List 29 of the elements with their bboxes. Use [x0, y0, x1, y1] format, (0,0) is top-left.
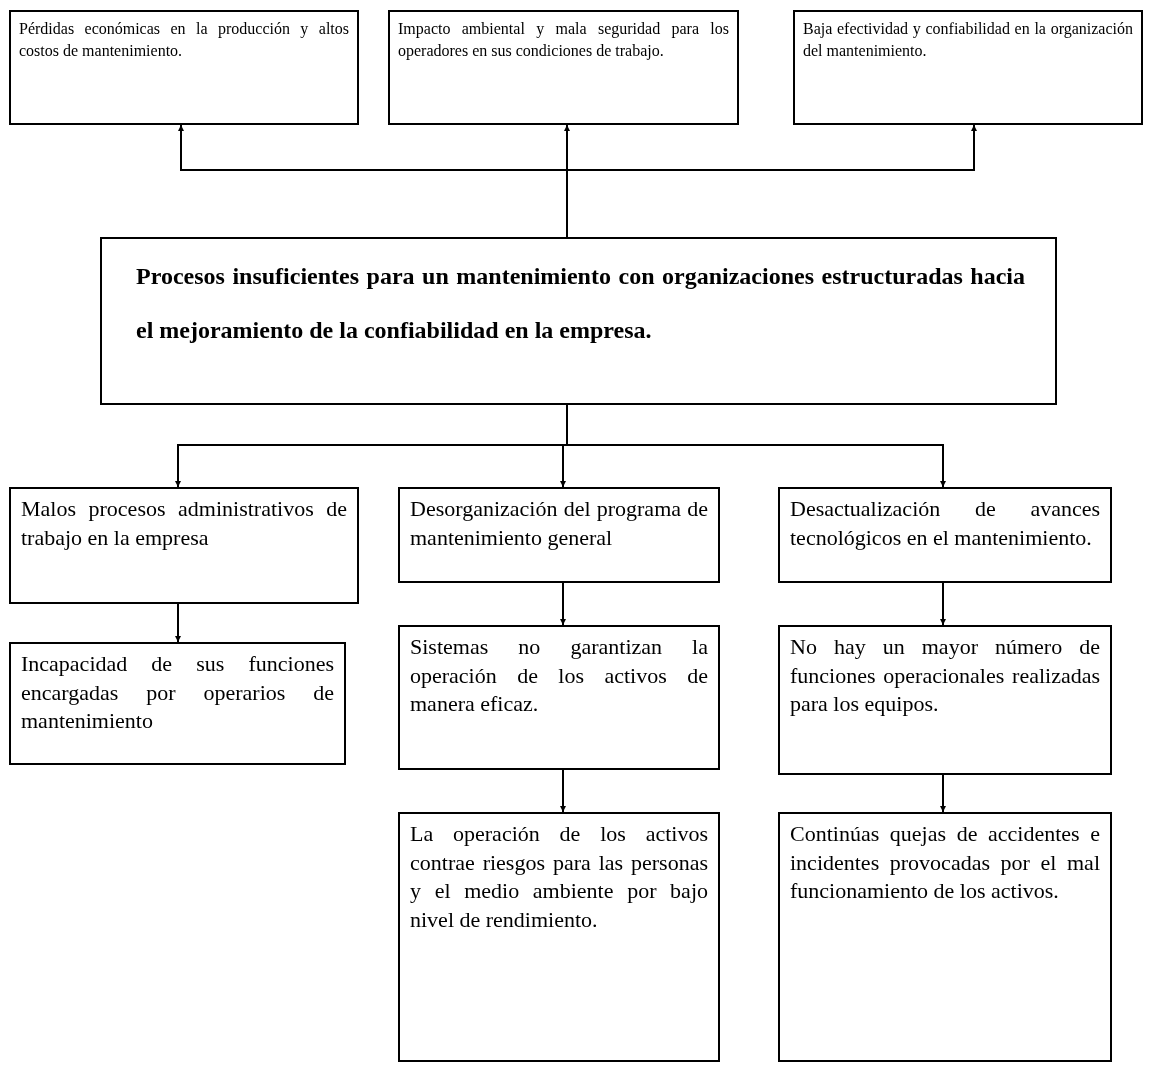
text-box: [388, 10, 739, 125]
box-text: Baja efectividad y confiabilidad en la organización del mantenimiento.: [803, 19, 1133, 62]
box-text: No hay un mayor número de funciones operacionales realizadas para los equipos.: [790, 633, 1100, 719]
box-text: Incapacidad de sus funciones encargadas por operarios de mantenimiento: [21, 650, 334, 736]
box-text: Desorganización del programa de mantenimiento general: [410, 495, 708, 552]
text-box: [398, 625, 720, 770]
box-text: Continúas quejas de accidentes e incidentes provocadas por el mal funcionamiento de los activos.: [790, 820, 1100, 906]
text-box: [793, 10, 1143, 125]
text-box: [778, 812, 1112, 1062]
text-box: [778, 625, 1112, 775]
box-text: Sistemas no garantizan la operación de los activos de manera eficaz.: [410, 633, 708, 719]
box-text: Malos procesos administrativos de trabajo en la empresa: [21, 495, 347, 552]
text-box: [398, 487, 720, 583]
text-box: [9, 487, 359, 604]
box-text: Impacto ambiental y mala seguridad para los operadores en sus condiciones de trabajo.: [398, 19, 729, 62]
arrow: [560, 582, 566, 626]
arrow: [940, 582, 946, 626]
box-text: Desactualización de avances tecnológicos en el mantenimiento.: [790, 495, 1100, 552]
problem-box: [100, 237, 1057, 405]
arrow: [175, 603, 181, 643]
arrow: [940, 774, 946, 813]
arrow: [560, 769, 566, 813]
text-box: [778, 487, 1112, 583]
text-box: [398, 812, 720, 1062]
text-box: [9, 10, 359, 125]
box-text: La operación de los activos contrae riesgos para las personas y el medio ambiente por bajo nivel de rendimiento.: [410, 820, 708, 934]
box-text: Pérdidas económicas en la producción y altos costos de mantenimiento.: [19, 19, 349, 62]
text-box: [9, 642, 346, 765]
box-text: Procesos insuficientes para un mantenimiento con organizaciones estructuradas hacia el mejoramiento de la confiabilidad en la empresa.: [136, 262, 1025, 345]
